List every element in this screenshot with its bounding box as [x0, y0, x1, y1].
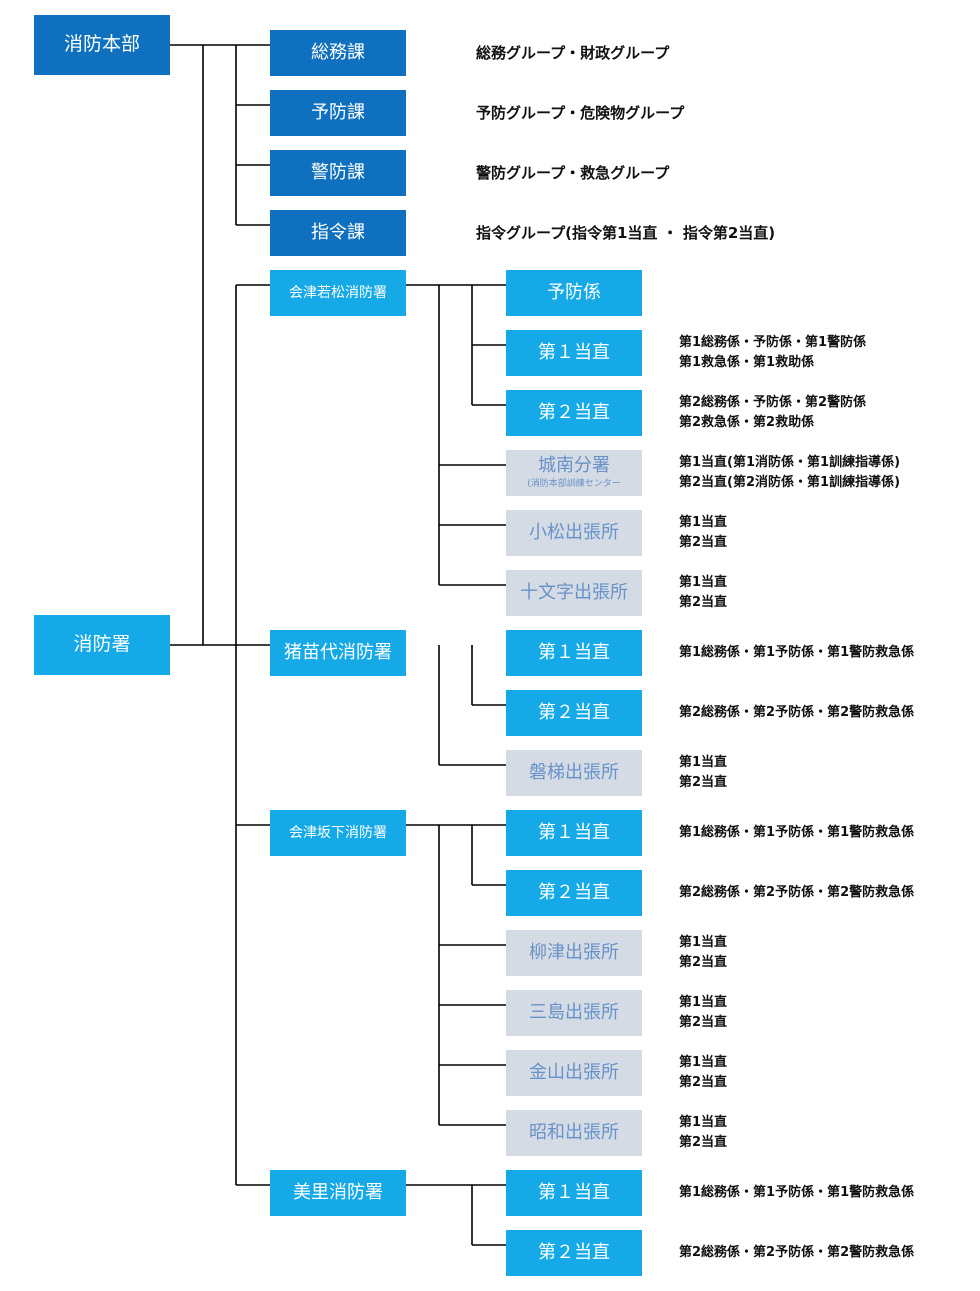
unit-duty-2: 第２当直	[506, 390, 642, 436]
section-shirei: 指令課	[270, 210, 406, 256]
section-soumu-note: 総務グループ・財政グループ	[476, 44, 670, 62]
unit-yanaizu: 柳津出張所	[506, 930, 642, 976]
unit-juumonji-note: 第1当直第2当直	[679, 575, 728, 610]
unit-duty-2-note: 第2総務係・第2予防係・第2警防救急係	[679, 705, 915, 720]
station-inawashiro: 猪苗代消防署	[270, 630, 406, 676]
unit-duty-1: 第１当直	[506, 810, 642, 856]
unit-mishima: 三島出張所	[506, 990, 642, 1036]
unit-duty-1: 第１当直	[506, 630, 642, 676]
unit-komatsu: 小松出張所	[506, 510, 642, 556]
unit-showa-note: 第1当直第2当直	[679, 1115, 728, 1150]
unit-yanaizu-note: 第1当直第2当直	[679, 935, 728, 970]
unit-duty-1-note: 第1総務係・予防係・第1警防係第1救急係・第1救助係	[679, 335, 867, 370]
stations-root-box: 消防署	[34, 615, 170, 675]
unit-jounan-bunsho: 城南分署 (消防本部訓練センター	[506, 450, 642, 496]
station-aizuwakamatsu: 会津若松消防署	[270, 270, 406, 316]
unit-duty-1-note: 第1総務係・第1予防係・第1警防救急係	[679, 645, 915, 660]
unit-jounan-note: 第1当直(第1消防係・第1訓練指導係)第2当直(第2消防係・第1訓練指導係)	[679, 455, 901, 490]
unit-kaneyama: 金山出張所	[506, 1050, 642, 1096]
unit-duty-1-note: 第1総務係・第1予防係・第1警防救急係	[679, 825, 915, 840]
section-yobou-note: 予防グループ・危険物グループ	[476, 104, 685, 122]
unit-duty-1: 第１当直	[506, 1170, 642, 1216]
unit-showa: 昭和出張所	[506, 1110, 642, 1156]
unit-duty-2: 第２当直	[506, 690, 642, 736]
unit-duty-2-note: 第2総務係・予防係・第2警防係第2救急係・第2救助係	[679, 395, 867, 430]
unit-duty-1-note: 第1総務係・第1予防係・第1警防救急係	[679, 1185, 915, 1200]
unit-bandai-note: 第1当直第2当直	[679, 755, 728, 790]
station-misato: 美里消防署	[270, 1170, 406, 1216]
station-aizubange: 会津坂下消防署	[270, 810, 406, 856]
unit-jounan-label: 城南分署	[538, 455, 610, 477]
unit-mishima-note: 第1当直第2当直	[679, 995, 728, 1030]
unit-duty-2: 第２当直	[506, 1230, 642, 1276]
unit-juumonji: 十文字出張所	[506, 570, 642, 616]
unit-duty-2-note: 第2総務係・第2予防係・第2警防救急係	[679, 1245, 915, 1260]
unit-duty-2-note: 第2総務係・第2予防係・第2警防救急係	[679, 885, 915, 900]
unit-duty-1: 第１当直	[506, 330, 642, 376]
section-soumu: 総務課	[270, 30, 406, 76]
unit-jounan-sublabel: (消防本部訓練センター	[527, 479, 621, 490]
section-shirei-note: 指令グループ(指令第1当直 ・ 指令第2当直)	[476, 224, 776, 242]
section-yobou: 予防課	[270, 90, 406, 136]
unit-yobougakari: 予防係	[506, 270, 642, 316]
unit-duty-2: 第２当直	[506, 870, 642, 916]
unit-komatsu-note: 第1当直第2当直	[679, 515, 728, 550]
section-keibou-note: 警防グループ・救急グループ	[476, 164, 670, 182]
unit-bandai: 磐梯出張所	[506, 750, 642, 796]
hq-box: 消防本部	[34, 15, 170, 75]
unit-kaneyama-note: 第1当直第2当直	[679, 1055, 728, 1090]
section-keibou: 警防課	[270, 150, 406, 196]
